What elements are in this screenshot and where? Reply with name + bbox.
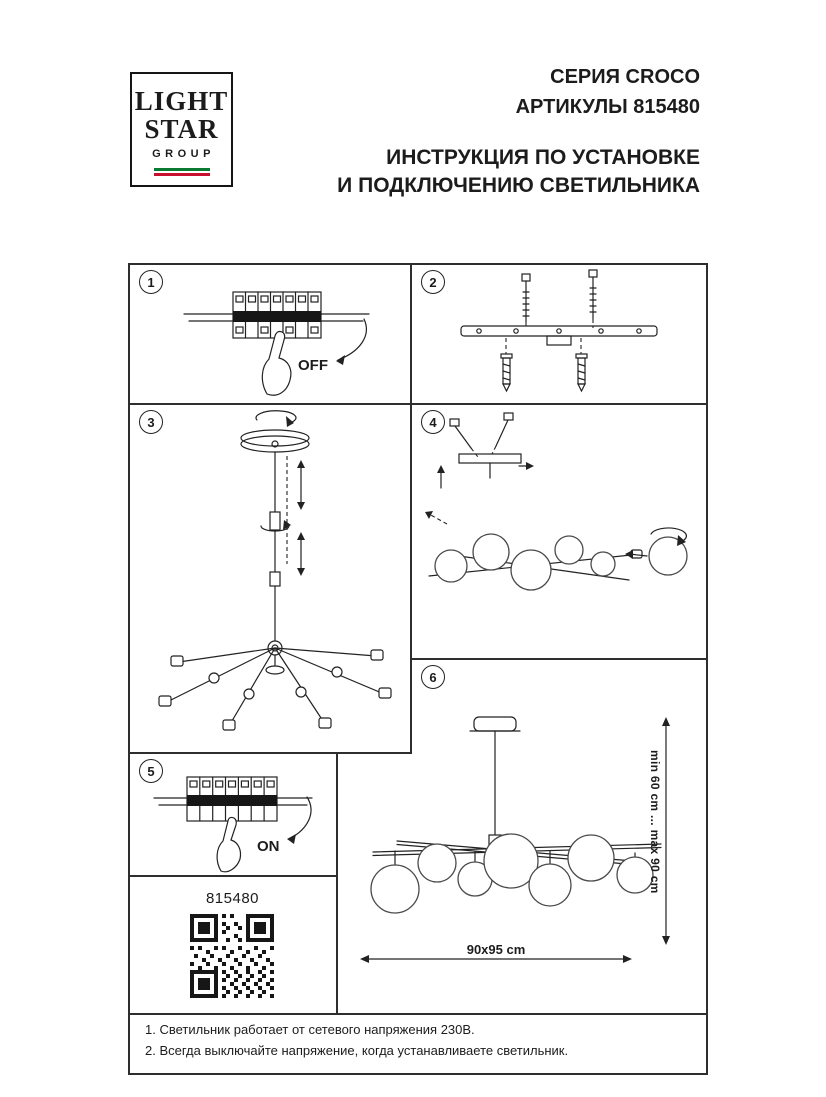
panel-border-line [128, 263, 130, 1074]
step-5-badge: 5 [139, 759, 163, 783]
logo-text-group: GROUP [152, 148, 215, 160]
panel-border-line [706, 263, 708, 1074]
chandelier-dimensions-diagram [360, 716, 670, 963]
panel-border-line [128, 263, 708, 265]
instruction-title-line2: И ПОДКЛЮЧЕНИЮ СВЕТИЛЬНИКА [337, 174, 700, 197]
logo-text-star: STAR [144, 114, 219, 144]
panel-border-line [128, 875, 338, 877]
circuit-breaker-off-diagram [183, 291, 370, 396]
series-title: СЕРИЯ CROCO [550, 66, 700, 88]
panel-border-line [128, 403, 708, 405]
panel-border-line [128, 1073, 708, 1075]
document-header: СЕРИЯ CROCO АРТИКУЛЫ 815480 ИНСТРУКЦИЯ П… [260, 66, 700, 200]
flag-red-stripe [153, 173, 210, 176]
mounting-bracket-diagram [460, 269, 658, 393]
italian-flag-stripes [153, 168, 210, 176]
off-label: OFF [298, 357, 328, 374]
qr-code [190, 914, 274, 998]
circuit-breaker-on-diagram [153, 776, 313, 873]
flag-green-stripe [153, 168, 210, 171]
article-number: 815480 [205, 890, 260, 907]
note-line-1: 1. Светильник работает от сетевого напря… [145, 1022, 475, 1037]
on-label: ON [257, 838, 280, 855]
panel-border-line [410, 658, 708, 660]
chandelier-rod-assembly-diagram [158, 410, 392, 731]
note-line-2: 2. Всегда выключайте напряжение, когда у… [145, 1043, 569, 1058]
step-1-badge: 1 [139, 270, 163, 294]
instruction-title: ИНСТРУКЦИЯ ПО УСТАНОВКЕ И ПОДКЛЮЧЕНИЮ СВ… [260, 144, 700, 200]
articles-title: АРТИКУЛЫ 815480 [515, 96, 700, 118]
instruction-title-line1: ИНСТРУКЦИЯ ПО УСТАНОВКЕ [386, 146, 700, 169]
panel-border-line [128, 752, 412, 754]
height-range-label: min 60 cm ... max 90 cm [648, 750, 662, 894]
step-4-badge: 4 [421, 410, 445, 434]
width-label: 90x95 cm [466, 942, 526, 957]
logo-text-light: LIGHT [134, 86, 229, 116]
step-6-badge: 6 [421, 665, 445, 689]
panel-border-line [128, 1013, 708, 1015]
shade-installation-diagram [425, 412, 688, 591]
panel-border-line [410, 263, 412, 753]
panel-border-line [336, 752, 338, 1014]
step-2-badge: 2 [421, 270, 445, 294]
step-3-badge: 3 [139, 410, 163, 434]
lightstar-logo: LIGHT STAR GROUP [130, 72, 233, 187]
